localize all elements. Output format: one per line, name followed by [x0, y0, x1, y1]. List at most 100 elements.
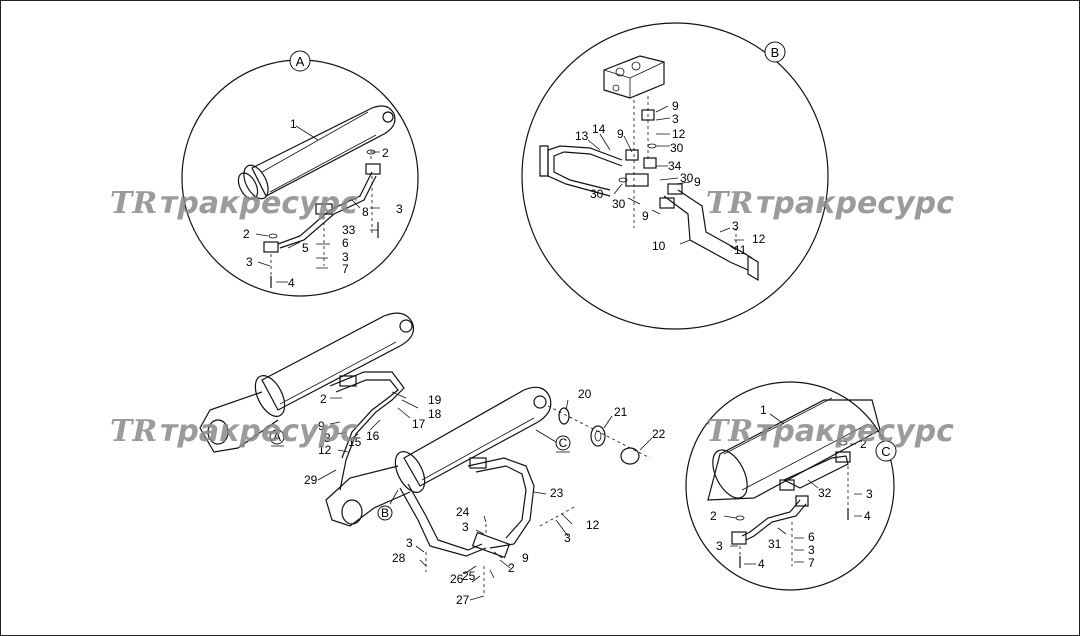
cylinder-a-eye — [382, 111, 394, 123]
block-a-mid — [315, 203, 333, 215]
label-b-9b: 9 — [617, 127, 624, 141]
detail-a-badge — [289, 50, 311, 72]
label-main-29: 29 — [304, 473, 318, 487]
valve-port-1 — [615, 67, 625, 77]
detail-a: A 1 2 8 3 2 5 6 33 3 3 — [181, 50, 419, 297]
oring-b-1 — [647, 143, 657, 149]
label-main-12b: 12 — [586, 518, 600, 532]
label-main-20: 20 — [578, 387, 592, 401]
detail-c-circle — [685, 381, 895, 591]
label-a-5: 5 — [302, 241, 309, 255]
dash-seal-axis — [547, 405, 651, 459]
pipe-b-right-end — [747, 254, 759, 282]
cylinder-main-c-clevis — [325, 465, 411, 527]
watermark-text-3: тракресурс — [160, 414, 358, 449]
cylinder-main-c-clevis-hole — [341, 499, 363, 525]
label-b-30: 30 — [670, 141, 684, 155]
leaders-b — [587, 105, 744, 251]
label-c-6: 6 — [808, 530, 815, 544]
clamp-a-bottom — [263, 241, 279, 253]
label-main-15: 15 — [348, 435, 362, 449]
cylinder-c-flange — [712, 449, 748, 499]
fitting-b-2 — [625, 149, 639, 161]
dash-main-12 — [539, 505, 577, 527]
cylinder-main-c-eye — [533, 395, 547, 409]
detail-a-badge-text: A — [296, 54, 305, 69]
label-main-27: 27 — [456, 593, 470, 607]
label-c-2: 2 — [860, 437, 867, 451]
main-callout-b-ring — [377, 505, 393, 521]
label-main-28: 28 — [392, 551, 406, 565]
watermark-logo-3: TR — [110, 414, 157, 449]
watermark-3: TR тракресурс — [110, 414, 358, 449]
label-main-25: 25 — [462, 569, 476, 583]
label-main-3b: 3 — [462, 520, 469, 534]
label-a-3b: 3 — [246, 255, 253, 269]
cylinder-main-a-clevis — [199, 391, 279, 453]
fitting-b-1 — [641, 109, 655, 121]
label-b-10: 10 — [652, 239, 666, 253]
label-b-14: 14 — [592, 122, 606, 136]
clamp-c-mid — [779, 479, 795, 491]
cylinder-main-a-flange — [254, 375, 286, 417]
cylinder-main-a-eye — [399, 319, 413, 333]
watermark-4: TR тракресурс — [706, 414, 954, 449]
cylinder-main-c-flange — [394, 451, 426, 493]
label-b-30d: 30 — [612, 197, 626, 211]
label-b-9c: 9 — [694, 175, 701, 189]
oring-c-2 — [838, 440, 848, 446]
valve-port-2 — [631, 61, 641, 71]
fitting-c-end — [795, 495, 809, 507]
label-b-12b: 12 — [752, 232, 766, 246]
label-main-2: 2 — [320, 392, 327, 406]
valve-block-body — [603, 55, 665, 99]
detail-b-circle — [521, 22, 829, 330]
label-b-3b: 3 — [732, 219, 739, 233]
watermark-logo-4: TR — [706, 414, 753, 449]
block-b-mid — [625, 173, 649, 187]
hose-main-1 — [329, 371, 405, 491]
watermark-1: TR тракресурс — [110, 186, 358, 221]
label-main-17: 17 — [412, 417, 426, 431]
detail-c-badge-text: C — [881, 444, 890, 459]
label-a-4: 4 — [288, 276, 295, 290]
hose-main-23b — [475, 465, 527, 539]
cylinder-c-body — [707, 399, 881, 501]
pipe-b-11 — [677, 189, 753, 259]
cylinder-main-a-line — [279, 341, 397, 405]
cylinder-main-c-body — [403, 386, 552, 487]
pipe-a — [277, 171, 373, 245]
seal-20 — [558, 407, 570, 425]
hose-main-23 — [467, 457, 535, 549]
label-main-12: 12 — [318, 443, 332, 457]
clamp-b-low — [659, 197, 675, 209]
cylinder-a — [237, 105, 396, 200]
pipe-c-31b — [745, 503, 807, 541]
label-main-2b: 2 — [508, 561, 515, 575]
valve-block-edges — [603, 61, 665, 98]
label-a-3c: 3 — [342, 250, 349, 264]
label-main-21: 21 — [614, 405, 628, 419]
label-a-3: 3 — [396, 202, 403, 216]
block-main-lower — [471, 531, 511, 559]
label-a-2: 2 — [382, 146, 389, 160]
cylinder-main-c-line — [421, 417, 535, 481]
leaders-a — [255, 125, 380, 283]
cylinder-main-a-clevis-hole — [207, 419, 229, 445]
label-main-3d: 3 — [406, 536, 413, 550]
label-main-24: 24 — [456, 505, 470, 519]
label-b-9: 9 — [672, 99, 679, 113]
label-main-22: 22 — [652, 427, 666, 441]
oring-b-2 — [618, 177, 628, 183]
fitting-b-4 — [667, 183, 683, 195]
pipe-c-31 — [741, 499, 801, 537]
label-a-33: 33 — [342, 223, 356, 237]
label-c-3b: 3 — [716, 539, 723, 553]
label-b-9d: 9 — [642, 209, 649, 223]
clamp-c-top — [835, 451, 851, 463]
label-b-12: 12 — [672, 127, 686, 141]
cylinder-main-a-body — [261, 312, 415, 411]
main-callout-a: A — [273, 430, 281, 444]
pipe-b-14 — [553, 151, 623, 191]
